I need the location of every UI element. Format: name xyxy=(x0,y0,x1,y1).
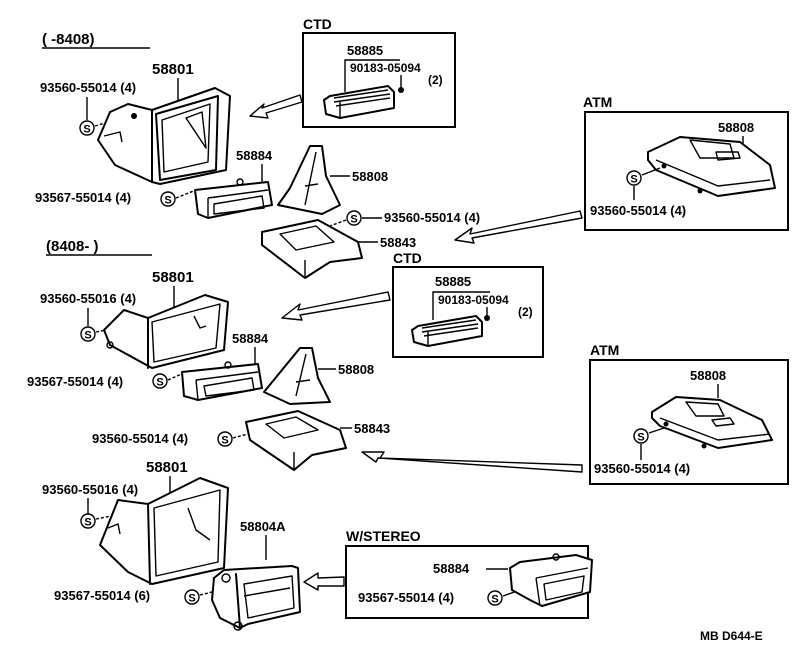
screw-icon xyxy=(80,513,96,530)
screw-label: 93560-55016 (4) xyxy=(40,291,136,306)
part-58801: 58801 xyxy=(146,459,188,476)
inset-ctd-box xyxy=(392,266,544,358)
part-58808: 58808 xyxy=(352,169,388,184)
screw-icon xyxy=(152,373,168,390)
screw-label: 93560-55014 (4) xyxy=(40,80,136,95)
console-panel-drawing xyxy=(261,219,363,279)
part-58843: 58843 xyxy=(354,421,390,436)
period-label: ( -8408) xyxy=(42,31,95,48)
atm-cover-drawing xyxy=(651,396,773,449)
screw-icon xyxy=(626,170,642,187)
part-58884: 58884 xyxy=(232,331,269,346)
part-58808: 58808 xyxy=(338,362,374,377)
part-58808: 58808 xyxy=(690,368,726,383)
screw-icon xyxy=(79,120,95,137)
screw-label: 93567-55014 (4) xyxy=(27,374,123,389)
section-1: ( -8408) 58801 93560-55014 (4) 58884 935… xyxy=(35,16,789,279)
part-90183-05094: 90183-05094 xyxy=(438,293,509,307)
ashtray-drawing xyxy=(411,315,483,347)
pocket-drawing xyxy=(181,361,263,401)
screw-label: 93567-55014 (4) xyxy=(35,190,131,205)
part-58884: 58884 xyxy=(236,148,273,163)
part-58801: 58801 xyxy=(152,61,194,78)
shift-boot-drawing xyxy=(277,145,341,215)
inset-title-ctd: CTD xyxy=(303,16,332,32)
atm-cover-drawing xyxy=(647,136,776,197)
screw-icon xyxy=(217,431,233,448)
arrow-icon xyxy=(281,291,391,321)
qty-label: (2) xyxy=(428,73,443,87)
section-3: 58801 93560-55016 (4) 58804A 93567-55014… xyxy=(42,459,763,643)
screw-label: 93567-55014 (6) xyxy=(54,588,150,603)
section-2: (8408- ) 58801 93560-55016 (4) 58884 935… xyxy=(27,238,789,485)
screw-icon xyxy=(184,589,200,606)
part-58808: 58808 xyxy=(718,120,754,135)
console-bezel-drawing xyxy=(99,477,229,585)
pocket-drawing xyxy=(509,553,593,607)
inset-atm-box xyxy=(589,359,789,485)
inset-title-atm: ATM xyxy=(590,342,619,358)
arrow-icon xyxy=(303,572,345,591)
part-58843: 58843 xyxy=(380,235,416,250)
inset-title-stereo: W/STEREO xyxy=(346,528,421,544)
glove-box-drawing xyxy=(211,565,301,631)
arrow-icon xyxy=(249,94,303,119)
screw-label: 93560-55014 (4) xyxy=(590,203,686,218)
ashtray-drawing xyxy=(323,85,395,119)
inset-title-ctd: CTD xyxy=(393,250,422,266)
screw-icon xyxy=(80,326,96,343)
inset-ctd-box xyxy=(302,32,456,128)
screw-icon xyxy=(487,590,503,607)
screw-label: 93560-55016 (4) xyxy=(42,482,138,497)
period-label: (8408- ) xyxy=(46,238,99,255)
pocket-drawing xyxy=(194,178,273,219)
screw-label: 93567-55014 (4) xyxy=(358,590,454,605)
screw-icon xyxy=(346,210,362,227)
diagram-code: MB D644-E xyxy=(700,629,763,643)
part-58804A: 58804A xyxy=(240,519,286,534)
part-58885: 58885 xyxy=(347,43,383,58)
console-bezel-drawing xyxy=(97,87,231,185)
inset-title-atm: ATM xyxy=(583,94,612,110)
shift-boot-drawing xyxy=(263,347,331,405)
screw-label: 93560-55014 (4) xyxy=(384,210,480,225)
arrow-icon xyxy=(454,210,583,244)
part-58801: 58801 xyxy=(152,269,194,286)
console-bezel-drawing xyxy=(103,294,229,369)
screw-label: 93560-55014 (4) xyxy=(594,461,690,476)
arrow-icon xyxy=(361,451,583,473)
part-58884: 58884 xyxy=(433,561,470,576)
screw-label: 93560-55014 (4) xyxy=(92,431,188,446)
console-panel-drawing xyxy=(245,410,347,471)
screw-icon xyxy=(160,191,176,208)
qty-label: (2) xyxy=(518,305,533,319)
part-58885: 58885 xyxy=(435,274,471,289)
part-90183-05094: 90183-05094 xyxy=(350,61,421,75)
inset-atm-box xyxy=(584,111,789,231)
screw-icon xyxy=(633,428,649,445)
